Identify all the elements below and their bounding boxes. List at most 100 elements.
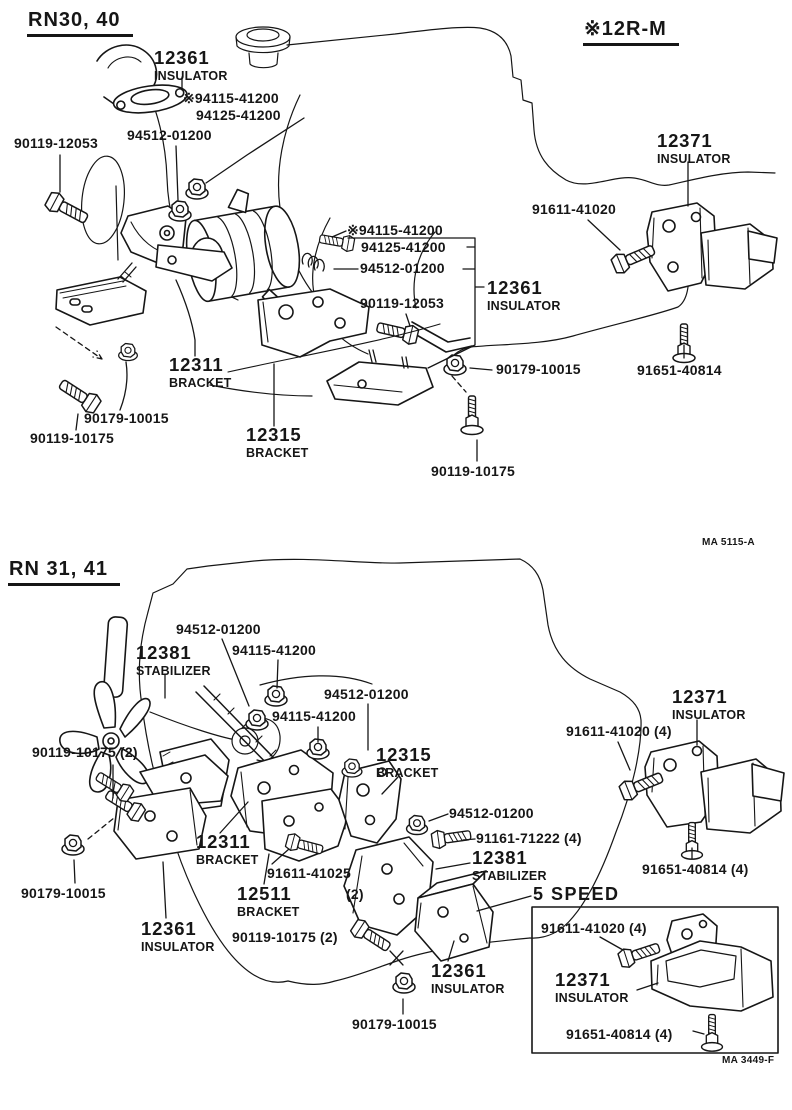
part-code: 12315 [246, 424, 302, 445]
bolt-91161-71222 [430, 825, 473, 851]
pn-91611-41020-right: 91611-41020 (4) [566, 723, 672, 739]
part-label-12361-hose: 12361 INSULATOR [154, 47, 228, 83]
hose-and-insulator-12361 [96, 44, 188, 114]
part-name: STABILIZER [136, 663, 211, 678]
part-name: BRACKET [376, 765, 439, 780]
part-label-12511: 12511 BRACKET [237, 883, 300, 919]
part-name: BRACKET [196, 852, 259, 867]
section-title-rn30-40: RN30, 40 [27, 10, 133, 37]
part-code: 12311 [169, 354, 224, 375]
pn-94115-41200-bottom-a: 94115-41200 [232, 642, 316, 658]
bracket-12315-bottom [338, 760, 402, 844]
part-code: 12311 [196, 831, 251, 852]
five-speed-box [531, 906, 779, 1054]
pn-91161-71222: 91161-71222 (4) [476, 830, 582, 846]
top-figure-leader-lines [55, 76, 689, 462]
mount-12361-center [414, 870, 494, 962]
pn-94512-01200-bottom-c: 94512-01200 [449, 805, 534, 821]
insulator-plate-12361-center [326, 349, 434, 406]
nut-90179-bottom [392, 972, 416, 994]
nut-94115-41200-top [185, 178, 209, 200]
section-title-rn31-41: RN 31, 41 [8, 559, 121, 586]
part-code: 12381 [136, 642, 192, 663]
pn-90179-10015-left: 90179-10015 [84, 410, 169, 426]
pn-94512-01200-bottom-a: 94512-01200 [176, 621, 261, 637]
part-name: INSULATOR [154, 68, 228, 83]
pn-91651-40814-right: 91651-40814 (4) [642, 861, 749, 877]
part-code: 12361 [141, 918, 197, 939]
stabilizer-12381-center [343, 836, 434, 936]
part-name: BRACKET [169, 375, 232, 390]
part-label-12381-fan: 12381 STABILIZER [136, 642, 211, 678]
part-code: 12371 [672, 686, 728, 707]
nut-94115-a [264, 685, 288, 707]
pn-90119-12053-b: 90119-12053 [360, 295, 444, 311]
nut-90179-10015-left [117, 342, 139, 362]
pn-94115-41200-bottom-b: 94115-41200 [272, 708, 356, 724]
pn-91611-41020: 91611-41020 [532, 201, 616, 217]
engine-bracket-upper [120, 205, 233, 282]
pn-90119-12053-a: 90119-12053 [14, 135, 98, 151]
part-label-12315-top: 12315 BRACKET [246, 424, 309, 460]
part-name: INSULATOR [431, 981, 505, 996]
part-label-12371-box: 12371 INSULATOR [555, 969, 629, 1004]
nut-90179-left [61, 834, 85, 856]
bolt-91651-40814-box [700, 1013, 724, 1052]
pn-90119-10175-bottom: 90119-10175 [431, 463, 515, 479]
bracket-12511 [261, 788, 350, 862]
part-name: INSULATOR [487, 298, 561, 313]
pn-91651-40814-box: 91651-40814 (4) [566, 1026, 673, 1042]
pn-94512-01200-a: 94512-01200 [127, 127, 212, 143]
top-figure-parts [42, 44, 778, 436]
part-code: 12371 [657, 130, 713, 151]
part-name: INSULATOR [672, 707, 746, 722]
bolt-90119-12053-left [42, 189, 92, 229]
nut-94512-c [405, 814, 429, 836]
part-label-12361-left: 12361 INSULATOR [141, 918, 215, 954]
part-code: 12315 [376, 744, 432, 765]
nut-94512-01200-top [168, 200, 192, 222]
five-speed-callout: 5 SPEED [533, 884, 620, 904]
part-code: 12381 [472, 847, 528, 868]
part-name: BRACKET [246, 445, 309, 460]
part-name: BRACKET [237, 904, 300, 919]
pn-90179-10015-bottom-left: 90179-10015 [21, 885, 106, 901]
part-label-12315-bottom: 12315 BRACKET [376, 744, 439, 780]
pn-94115-41200-b: ※94115-41200 [347, 222, 443, 238]
part-name: STABILIZER [472, 868, 547, 883]
mount-12371-right [644, 740, 785, 834]
mount-12371-top [646, 202, 778, 292]
engine-tag-12r-m: ※12R-M [583, 19, 679, 46]
part-label-12371-top: 12371 INSULATOR [657, 130, 731, 166]
pn-90119-10175-left: 90119-10175 [30, 430, 114, 446]
bolt-90119-10175-bottom [460, 395, 484, 436]
pn-91611-41020-box: 91611-41020 (4) [541, 920, 647, 936]
break-x-mark [389, 950, 404, 966]
pn-94512-01200-bottom-b: 94512-01200 [324, 686, 409, 702]
mount-12371-box [650, 913, 774, 1012]
pn-91651-40814: 91651-40814 [637, 362, 722, 378]
pn-90179-10015-right: 90179-10015 [496, 361, 581, 377]
pn-90119-10175-center: 90119-10175 (2) [232, 929, 338, 945]
figure-number-bottom: MA 3449-F [722, 1055, 775, 1066]
part-code: 12511 [237, 883, 292, 904]
part-label-12311-top: 12311 BRACKET [169, 354, 232, 390]
nut-94512-a [245, 709, 269, 731]
part-name: INSULATOR [141, 939, 215, 954]
part-code: 12361 [154, 47, 210, 68]
nut-94512-b [341, 758, 363, 778]
part-label-12371-right: 12371 INSULATOR [672, 686, 746, 722]
part-name: INSULATOR [657, 151, 731, 166]
part-label-12361-center-bottom: 12361 INSULATOR [431, 960, 505, 996]
part-label-12361-center: 12361 INSULATOR [487, 278, 561, 313]
pn-94115-41200-a: ※94115-41200 [183, 90, 279, 106]
part-label-12381-center: 12381 STABILIZER [472, 847, 547, 883]
bottom-figure-leader-lines [73, 638, 705, 1035]
left-insulator-mount [55, 262, 147, 326]
cooling-fan [59, 681, 151, 793]
part-code: 12371 [555, 969, 611, 990]
part-code: 12361 [431, 960, 487, 981]
bracket-12315-top [257, 288, 370, 358]
pn-91611-41025-qty: (2) [346, 886, 364, 902]
